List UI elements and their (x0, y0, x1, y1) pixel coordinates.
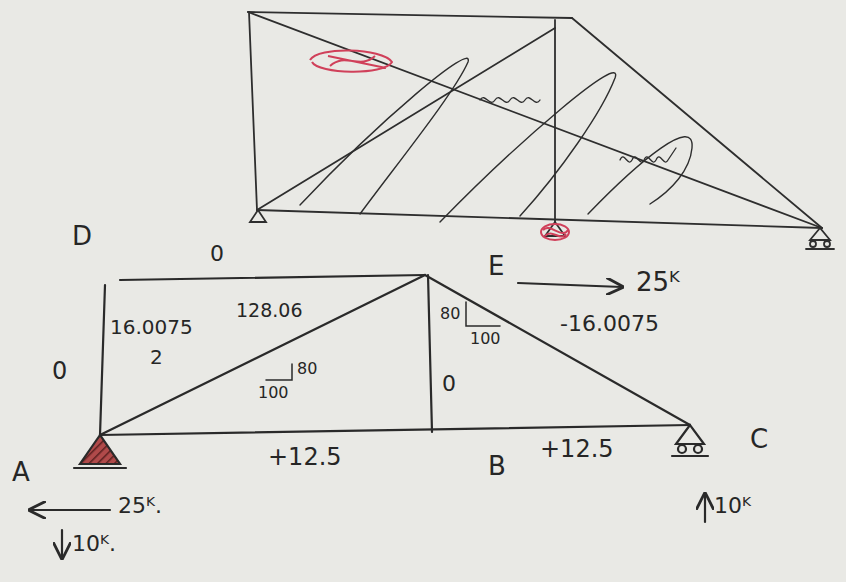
member-force: 0 (210, 242, 224, 266)
load-value: 25ᴷ (636, 268, 680, 297)
joint-letter: B (488, 452, 506, 481)
slope-number: 80 (440, 305, 460, 323)
member-force: -16.0075 (560, 312, 659, 336)
truss (30, 275, 708, 558)
reaction-value: 10ᴷ. (72, 532, 116, 556)
slope-number: 80 (297, 360, 317, 378)
joint-letter: A (12, 458, 30, 487)
note-number: 2 (150, 346, 163, 368)
member-force: 0 (442, 372, 456, 396)
joint-letter: C (750, 425, 768, 454)
member-force: 16.0075 (110, 316, 193, 338)
member-force: +12.5 (268, 444, 342, 470)
joint-letter: D (72, 222, 92, 251)
joint-letter: E (488, 252, 504, 281)
slope-number: 100 (258, 384, 289, 402)
sketch-truss (248, 12, 834, 249)
reaction-value: 25ᴷ. (118, 494, 162, 518)
member-length: 128.06 (236, 300, 302, 321)
member-force: +12.5 (540, 436, 614, 462)
member-force: 0 (52, 358, 67, 384)
red-scribble (310, 50, 569, 240)
slope-number: 100 (470, 330, 501, 348)
reaction-value: 10ᴷ (714, 494, 751, 518)
